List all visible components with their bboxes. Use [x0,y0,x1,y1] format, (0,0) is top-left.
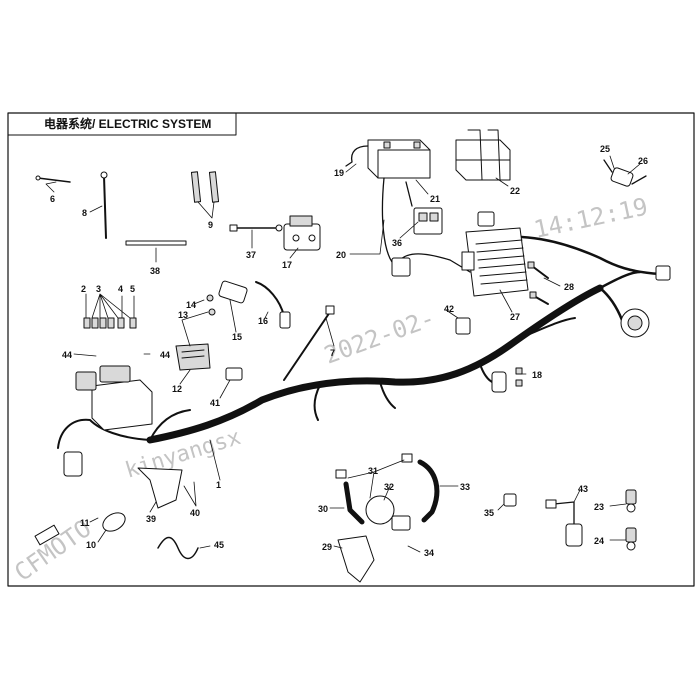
part-9-springs [190,171,220,203]
callout-32: 32 [384,482,394,492]
callout-15: 15 [232,332,242,342]
callout-42: 42 [444,304,454,314]
leader-lines [45,155,641,553]
callout-23: 23 [594,502,604,512]
part-7-cable-tie [283,305,335,381]
callout-44-left: 44 [62,350,72,360]
part-43-sensor [545,499,583,547]
part-36-fuse-box [381,177,471,277]
part-41-module [225,367,243,381]
callout-14: 14 [186,300,196,310]
watermark-time: 14:12:19 [531,192,650,243]
callout-38: 38 [150,266,160,276]
main-fuse-box [63,365,153,477]
callout-26: 26 [638,156,648,166]
part-22-battery-bracket [455,129,511,181]
callout-31: 31 [368,466,378,476]
callout-18: 18 [532,370,542,380]
callout-40: 40 [190,508,200,518]
callout-29: 29 [322,542,332,552]
part-10-horn [34,512,126,546]
part-37-cable [229,224,283,232]
part-12-ecu [175,343,211,371]
part-18-connector [491,367,523,393]
callout-10: 10 [86,540,96,550]
callout-35: 35 [484,508,494,518]
callout-2: 2 [81,284,86,294]
part-25-sensor [603,159,647,187]
callout-5: 5 [130,284,135,294]
part-45-wire [157,536,199,560]
callout-7: 7 [330,348,335,358]
part-24-bulb [625,527,637,551]
callout-21: 21 [430,194,440,204]
callout-24: 24 [594,536,604,546]
part-32-actuator [335,453,440,583]
callout-41: 41 [210,398,220,408]
callout-36: 36 [392,238,402,248]
callout-19: 19 [334,168,344,178]
callout-13: 13 [178,310,188,320]
part-21-battery [345,139,431,179]
callout-4: 4 [118,284,123,294]
part-15-coil [206,280,248,316]
part-42-connector [455,317,471,335]
part-8-ground-strap [100,171,108,239]
part-6-tie [35,175,71,183]
callout-30: 30 [318,504,328,514]
part-27-regulator [461,227,529,297]
part-28-bolt [527,261,549,305]
page-title: 电器系统/ ELECTRIC SYSTEM [44,116,211,131]
callout-labels: 1 2 3 4 5 6 7 8 9 10 11 12 13 14 15 16 1… [50,144,648,558]
callout-33: 33 [460,482,470,492]
callout-1: 1 [216,480,221,490]
part-16-plug-cap [255,281,291,329]
part-38-rod [125,240,187,246]
outer-frame [7,112,695,587]
callout-39: 39 [146,514,156,524]
callout-9: 9 [208,220,213,230]
part-23-bulb [625,489,637,513]
callout-16: 16 [258,316,268,326]
callout-3: 3 [96,284,101,294]
callout-27: 27 [510,312,520,322]
callout-44-right: 44 [160,350,170,360]
callout-12: 12 [172,384,182,394]
callout-25: 25 [600,144,610,154]
callout-43: 43 [578,484,588,494]
main-wiring-harness [57,235,662,449]
callout-34: 34 [424,548,434,558]
callout-17: 17 [282,260,292,270]
callout-45: 45 [214,540,224,550]
part-2-5-fuses [83,317,137,329]
part-35-switch [503,493,517,507]
part-39-bracket [137,467,183,509]
callout-8: 8 [82,208,87,218]
title-box [7,112,237,136]
watermark-date: 2022-02- [320,304,438,370]
callout-28: 28 [564,282,574,292]
callout-22: 22 [510,186,520,196]
callout-11: 11 [80,518,90,528]
part-17-relay [283,215,321,251]
callout-20: 20 [336,250,346,260]
connector-right-round [477,211,671,338]
callout-37: 37 [246,250,256,260]
callout-6: 6 [50,194,55,204]
